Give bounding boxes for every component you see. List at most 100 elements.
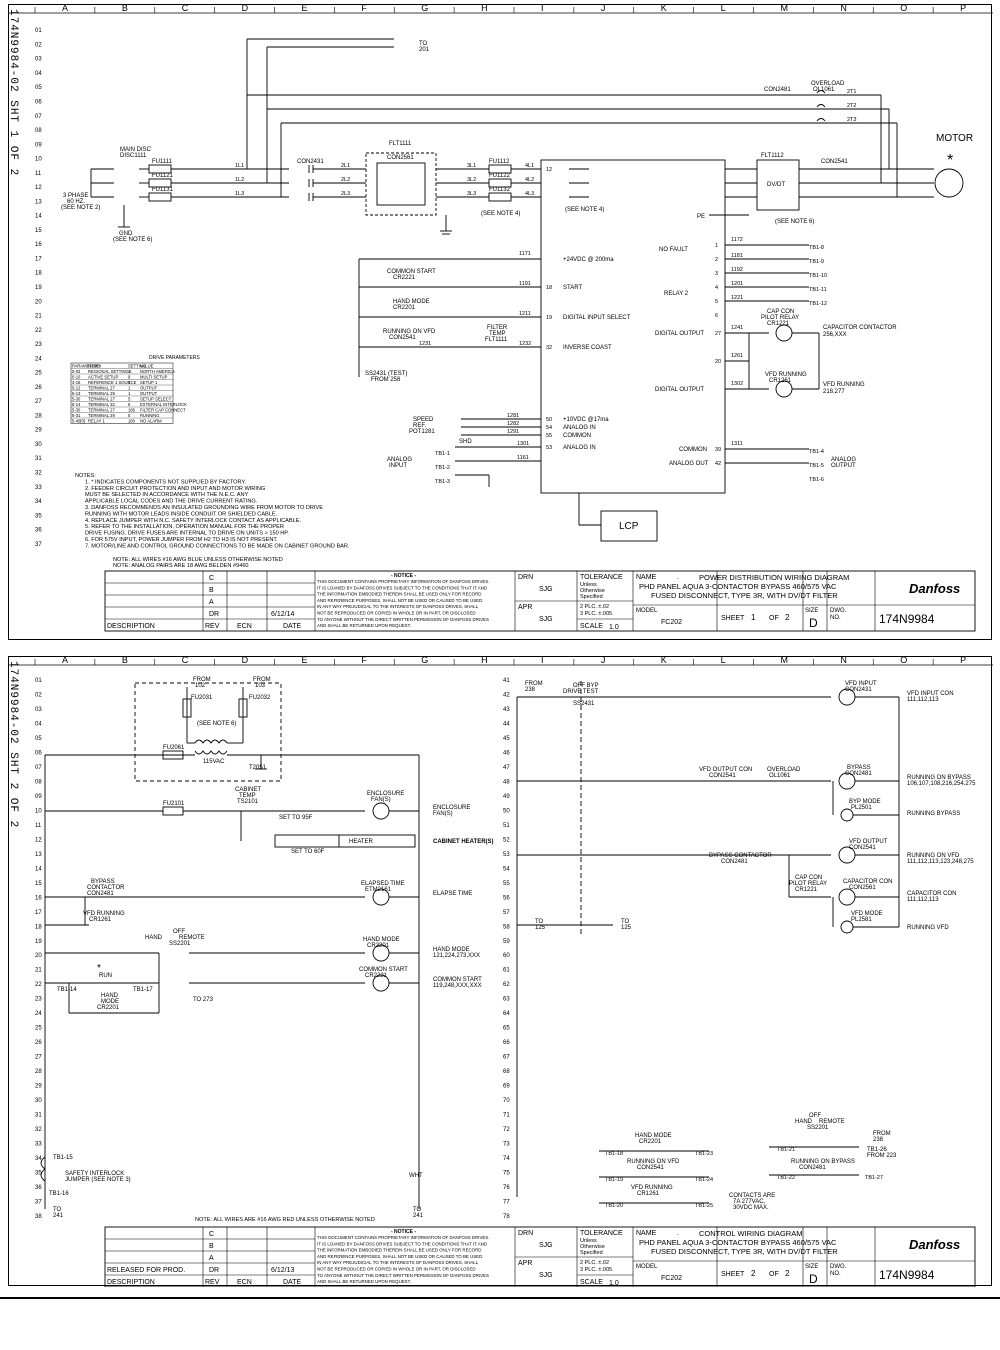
params-cell: 5-12 xyxy=(72,385,81,390)
terminal-block-label: TB1-20 xyxy=(605,1203,623,1209)
cr2201-label: CR2201 xyxy=(367,943,390,949)
vfd-terminal: 3 xyxy=(715,271,718,277)
row-07: 07 xyxy=(35,114,42,120)
params-cell: RUNNING xyxy=(140,413,160,418)
notice-line: THIS DOCUMENT CONTAINS PROPRIETARY INFOR… xyxy=(317,579,489,584)
flt1111b-label: FLT1111 xyxy=(485,337,508,343)
note-line: 2. FEEDER CIRCUIT PROTECTION AND INPUT A… xyxy=(85,486,265,492)
row-01: 01 xyxy=(35,28,42,34)
apr-label: APR xyxy=(518,604,532,611)
column-f: F xyxy=(361,657,367,665)
run-label: RUN xyxy=(99,973,112,979)
terminal-block-label: TB1-12 xyxy=(809,301,827,307)
hdr-description: DESCRIPTION xyxy=(107,623,155,630)
hand-mode-label: HAND MODE xyxy=(393,299,430,305)
tolerance-line: Specified xyxy=(580,594,603,600)
params-cell: 5-31 xyxy=(72,413,81,418)
row-34: 34 xyxy=(35,1156,42,1162)
params-cell: 5 xyxy=(128,396,131,401)
filter-label: FILTER xyxy=(487,325,508,331)
drn-value: SJG xyxy=(539,586,553,593)
tolerance-line: 3 PLC. ±.005 xyxy=(580,1267,612,1273)
heater-label: HEATER xyxy=(349,839,374,845)
wire-number: 4L2 xyxy=(525,177,534,183)
see-note-4b: (SEE NOTE 4) xyxy=(565,207,604,213)
bypass-label: BYPASS xyxy=(91,879,115,885)
vfd-terminal: 39 xyxy=(715,447,721,453)
rev-code: A xyxy=(209,599,214,606)
column-a: A xyxy=(62,5,68,13)
row-21: 21 xyxy=(35,314,42,320)
row-16: 16 xyxy=(35,895,42,901)
vfd-terminal: 55 xyxy=(546,433,552,439)
vfd-terminal: 2 xyxy=(715,257,718,263)
running-on-bypass-label: RUNNING ON BYPASS xyxy=(907,775,971,781)
column-e: E xyxy=(301,5,307,13)
row-37: 37 xyxy=(35,542,42,548)
vfd-running-b-label: VFD RUNNING xyxy=(631,1185,673,1191)
params-cell: 3-15 xyxy=(72,380,81,385)
fu1112-label: FU1112 xyxy=(489,159,510,165)
hdr-rev: REV xyxy=(205,1279,220,1286)
cabinet-label: CABINET xyxy=(235,787,261,793)
lcp-label: LCP xyxy=(619,521,639,532)
hdr-ecn: ECN xyxy=(237,1279,252,1286)
params-cell: TERMINAL 29 xyxy=(88,391,116,396)
remote-label: REMOTE xyxy=(179,935,205,941)
row-75: 75 xyxy=(503,1170,510,1176)
row-74: 74 xyxy=(503,1156,510,1162)
wire-number: 3L1 xyxy=(467,163,476,169)
rev-date: 6/12/13 xyxy=(271,1267,294,1274)
params-cell: 5-30 xyxy=(72,407,81,412)
row-49: 49 xyxy=(503,794,510,800)
hdr-date: DATE xyxy=(283,623,301,630)
column-h: H xyxy=(481,5,488,13)
row-20: 20 xyxy=(35,299,42,305)
title-line-3: FUSED DISCONNECT, TYPE 3R, WITH DV/DT FI… xyxy=(651,591,838,600)
fu2101-label: FU2101 xyxy=(163,801,185,807)
notice-line: THIS DOCUMENT CONTAINS PROPRIETARY INFOR… xyxy=(317,1235,489,1240)
con2481b-label: CON2481 xyxy=(845,771,872,777)
ol1061-label: OL1061 xyxy=(769,773,791,779)
row-20: 20 xyxy=(35,953,42,959)
con2541b-label: CON2541 xyxy=(849,845,876,851)
row-31: 31 xyxy=(35,456,42,462)
notice-line: TO ANYONE WITHOUT THE DIRECT WRITTEN PER… xyxy=(317,617,489,622)
row-07: 07 xyxy=(35,765,42,771)
wire-number: 1L1 xyxy=(235,163,244,169)
row-18: 18 xyxy=(35,271,42,277)
con2481c-label: CON2481 xyxy=(721,859,748,865)
wire-number: 4L1 xyxy=(525,163,534,169)
params-header: VALUE xyxy=(140,363,154,368)
row-13: 13 xyxy=(35,199,42,205)
row-78: 78 xyxy=(503,1214,510,1220)
params-cell: TERMINAL 27 xyxy=(88,396,116,401)
vfd-terminal: 54 xyxy=(546,425,552,431)
rev-code: C xyxy=(209,575,214,582)
sheet1-labels: MOTOR * MAIN DISC DISC1111 3 PHASE 60 HZ… xyxy=(61,41,973,532)
row-16: 16 xyxy=(35,242,42,248)
to-125-b-num: 125 xyxy=(621,925,632,931)
params-cell: 5-13 xyxy=(72,391,81,396)
from-238: FROM xyxy=(525,681,543,687)
ss2431-label: SS2431 xyxy=(573,701,595,707)
params-cell: NO ALARM xyxy=(140,418,162,423)
row-numbers: 0102030405060708091011121314151617181920… xyxy=(35,28,42,548)
ss2431-label: SS2431 (TEST) xyxy=(365,371,407,377)
column-a: A xyxy=(62,657,68,665)
vac-label: 115VAC xyxy=(203,759,225,765)
enclosure-label: ENCLOSURE xyxy=(367,791,404,797)
see-note-6: (SEE NOTE 6) xyxy=(113,237,152,243)
bottom-note-2: NOTE: ANALOG PAIRS ARE 18 AWG BELDEN #94… xyxy=(113,563,249,569)
note-line: 5. REFER TO THE INSTALLATION, OPERATION … xyxy=(85,524,284,530)
row-72: 72 xyxy=(503,1127,510,1133)
row-27: 27 xyxy=(35,1055,42,1061)
model-value: FC202 xyxy=(661,1275,682,1282)
pe-label: PE xyxy=(697,214,705,220)
from-238-b-num: 238 xyxy=(873,1137,884,1143)
params-cell: 166 xyxy=(128,407,136,412)
power-wires xyxy=(90,38,964,542)
row-31: 31 xyxy=(35,1112,42,1118)
